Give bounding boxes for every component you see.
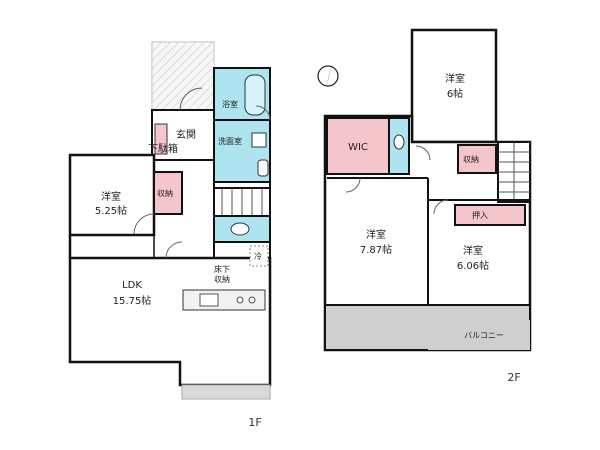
first-floor-label: 1F (248, 416, 261, 429)
closet-label: 押入 (472, 210, 488, 220)
western-top-size: 6帖 (447, 87, 463, 100)
second-floor-label: 2F (507, 371, 520, 384)
stove-icon (248, 296, 256, 304)
door-swing (415, 145, 431, 161)
wic-label: WIC (348, 142, 368, 153)
western-mid-size: 7.87帖 (360, 243, 392, 256)
toilet-icon (230, 222, 250, 236)
storage-2f-label: 収納 (463, 154, 479, 164)
door-swing (433, 199, 449, 215)
western-top-name: 洋室 (445, 72, 465, 85)
fridge-label: 冷 (254, 251, 262, 261)
door-swing (165, 241, 183, 259)
western-right-name: 洋室 (463, 244, 483, 257)
storage-1f-label: 収納 (157, 188, 173, 198)
washroom-label: 洗面室 (218, 136, 242, 146)
compass-north-icon (317, 62, 339, 88)
sink-icon (199, 293, 219, 307)
first-floor: 玄関 下駄箱 浴室 洗面室 洋室 5.25帖 収納 LDK 15.75帖 床下 … (68, 41, 272, 429)
western-1f-name: 洋室 (101, 190, 121, 203)
western-mid-name: 洋室 (366, 228, 386, 241)
bath-label: 浴室 (222, 99, 238, 109)
ldk-room (68, 256, 272, 387)
western-right-size: 6.06帖 (457, 259, 489, 272)
western-room-1f (68, 153, 156, 237)
storage-2f (457, 144, 497, 174)
fridge-space (249, 245, 269, 267)
underfloor-line1: 床下 (214, 264, 230, 274)
door-swing (255, 105, 271, 121)
stove-icon (236, 296, 244, 304)
stairs-2f (497, 141, 531, 203)
second-floor: 洋室 6帖 WIC 収納 洋室 7.87帖 押入 洋室 6.06帖 バルコニー … (323, 28, 532, 384)
door-swing (179, 87, 203, 111)
storage-1f (153, 171, 183, 215)
shoe-cabinet-label: 下駄箱 (148, 142, 178, 155)
step-deck (181, 384, 271, 400)
entrance-label: 玄関 (176, 128, 196, 141)
shoe-cabinet (154, 123, 168, 155)
stairs-1f (213, 187, 271, 217)
kitchen-counter (182, 289, 266, 311)
washing-machine-icon (251, 132, 267, 148)
underfloor-line2: 収納 (214, 274, 230, 284)
western-1f-size: 5.25帖 (95, 204, 127, 217)
balcony-label: バルコニー (464, 331, 504, 340)
ldk-name: LDK (122, 280, 142, 291)
toilet-icon (393, 134, 405, 150)
ldk-size: 15.75帖 (113, 294, 152, 307)
door-swing (345, 177, 361, 193)
bathtub-icon (244, 74, 266, 116)
closet-2f (454, 204, 526, 226)
wic (326, 117, 390, 175)
sink-icon (257, 159, 269, 177)
door-swing (133, 213, 155, 235)
western-top-2f (410, 28, 498, 144)
